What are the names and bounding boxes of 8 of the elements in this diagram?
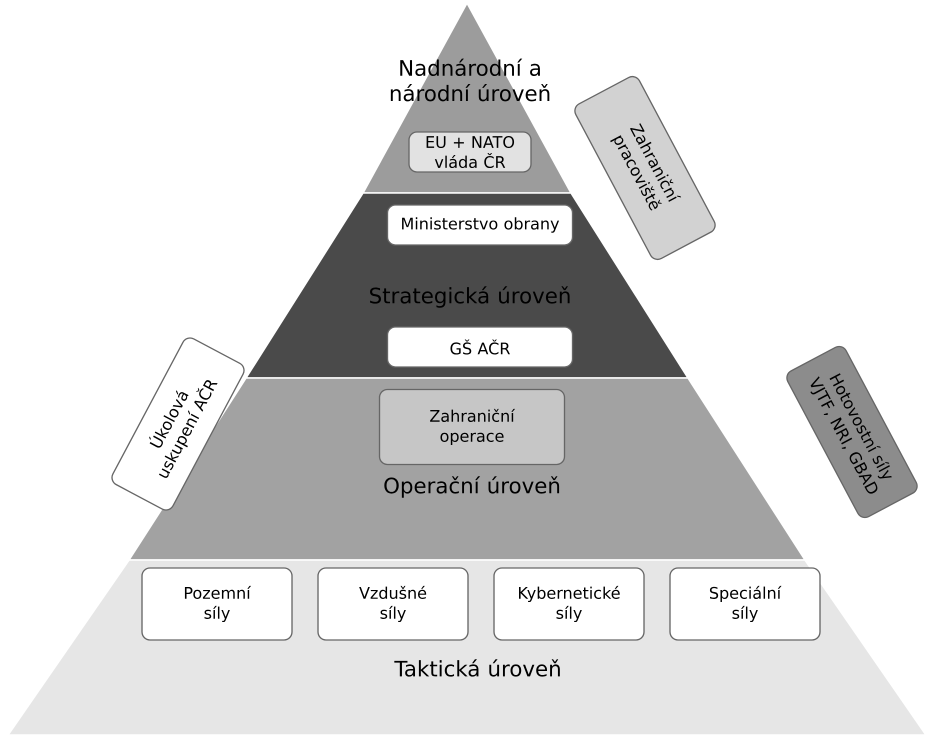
label-box: Ministerstvo obrany [386, 204, 574, 246]
label-box: Speciální síly [669, 567, 821, 641]
label-box: Pozemní síly [141, 567, 293, 641]
label-box: Zahraniční operace [378, 388, 566, 466]
label-box: GŠ AČR [386, 326, 574, 368]
label-box: EU + NATO vláda ČR [408, 131, 532, 173]
label-box: Kybernetické síly [493, 567, 645, 641]
label-box: Vzdušné síly [317, 567, 469, 641]
